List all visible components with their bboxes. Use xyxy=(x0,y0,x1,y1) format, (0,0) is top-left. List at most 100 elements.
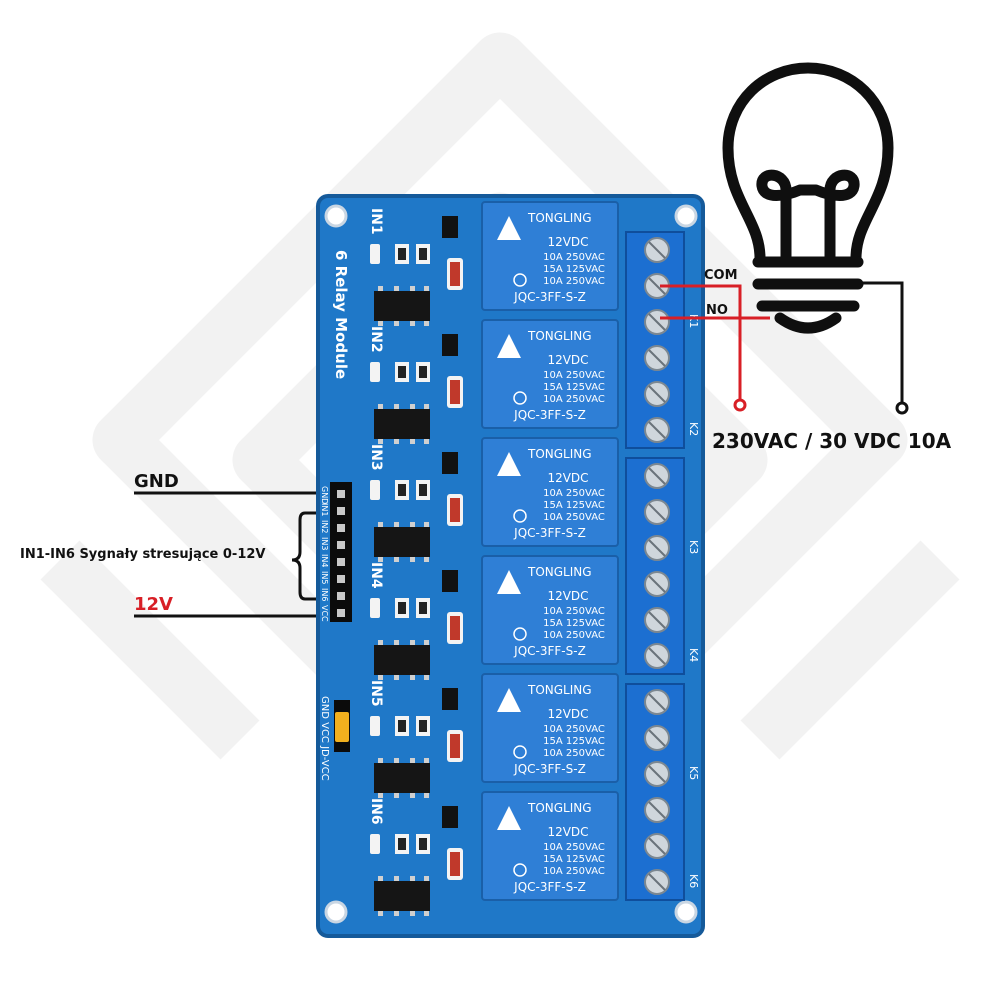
screw-slot xyxy=(648,575,666,593)
screw-slot xyxy=(648,693,666,711)
screw-slot xyxy=(648,421,666,439)
header-pin-label: IN1 xyxy=(320,503,329,516)
header-pin-label: IN6 xyxy=(320,588,329,601)
screw-slot xyxy=(648,801,666,819)
optocoupler xyxy=(374,291,430,321)
header-pin[interactable] xyxy=(337,507,345,515)
channel-label: IN5 xyxy=(368,680,384,707)
optocoupler-pin xyxy=(378,640,383,645)
optocoupler-pin xyxy=(410,675,415,680)
optocoupler-pin xyxy=(394,640,399,645)
optocoupler-pin xyxy=(410,793,415,798)
terminal-id: K2 xyxy=(687,422,700,436)
relay-logo-icon xyxy=(497,334,521,358)
header-pin-label: IN2 xyxy=(320,520,329,533)
optocoupler-pin xyxy=(378,758,383,763)
com-terminal-point xyxy=(733,398,747,412)
optocoupler-pin xyxy=(394,557,399,562)
relay-model: JQC-3FF-S-Z xyxy=(513,762,586,776)
optocoupler xyxy=(374,409,430,439)
header-pin-label: VCC xyxy=(320,605,329,622)
screw-slot xyxy=(648,611,666,629)
relay-spec: 10A 250VAC xyxy=(543,394,605,405)
relay-brand: TONGLING xyxy=(527,329,592,343)
relay-spec: 10A 250VAC xyxy=(543,606,605,617)
terminal-id: K6 xyxy=(687,874,700,888)
pin-header-pins xyxy=(337,490,345,617)
input-wiring: GND IN1-IN6 Sygnały stresujące 0-12V 12V xyxy=(20,471,316,618)
cert-mark-icon xyxy=(513,273,527,287)
return-terminal-point xyxy=(895,401,909,415)
relay-spec: 10A 250VAC xyxy=(543,724,605,735)
header-pin[interactable] xyxy=(337,592,345,600)
load-wiring: COM NO 230VAC / 30 VDC 10A xyxy=(660,62,952,453)
relay-spec: 15A 125VAC xyxy=(543,736,605,747)
header-pin-label: IN4 xyxy=(320,554,329,567)
optocoupler-pin xyxy=(424,876,429,881)
optocoupler-pin xyxy=(378,876,383,881)
relay-body xyxy=(481,791,619,901)
status-led xyxy=(370,244,380,264)
header-pin[interactable] xyxy=(337,558,345,566)
relay-brand: TONGLING xyxy=(527,211,592,225)
optocoupler-pin xyxy=(424,911,429,916)
load-rating-label: 230VAC / 30 VDC 10A xyxy=(712,429,952,453)
channel-label: IN2 xyxy=(368,326,384,353)
diode-body xyxy=(450,262,460,286)
relay-logo-icon xyxy=(497,806,521,830)
relay-spec: 12VDC xyxy=(547,235,588,249)
channel-label: IN1 xyxy=(368,208,384,235)
optocoupler-pin xyxy=(424,557,429,562)
optocoupler-pin xyxy=(394,321,399,326)
relay-body xyxy=(481,673,619,783)
header-pin[interactable] xyxy=(337,524,345,532)
relay-logo-icon xyxy=(497,688,521,712)
optocoupler-pin xyxy=(424,439,429,444)
optocoupler-pin xyxy=(424,286,429,291)
screw-slot xyxy=(648,385,666,403)
relay-logo-icon xyxy=(497,570,521,594)
header-pin[interactable] xyxy=(337,609,345,617)
relay-model: JQC-3FF-S-Z xyxy=(513,290,586,304)
header-pin[interactable] xyxy=(337,541,345,549)
optocoupler-pin xyxy=(410,321,415,326)
header-pin-label: IN5 xyxy=(320,571,329,584)
terminal-id: K5 xyxy=(687,766,700,780)
relay-logo-icon xyxy=(497,216,521,240)
com-wire xyxy=(660,284,742,400)
relay-spec: 12VDC xyxy=(547,589,588,603)
header-pin[interactable] xyxy=(337,490,345,498)
optocoupler-pin xyxy=(394,675,399,680)
optocoupler-pin xyxy=(378,793,383,798)
optocoupler-pin xyxy=(378,321,383,326)
status-led xyxy=(370,834,380,854)
cert-mark-icon xyxy=(513,863,527,877)
relay-spec: 15A 125VAC xyxy=(543,264,605,275)
transistor xyxy=(442,452,458,474)
relay-brand: TONGLING xyxy=(527,801,592,815)
optocoupler-pin xyxy=(378,286,383,291)
transistor xyxy=(442,216,458,238)
optocoupler-pin xyxy=(410,286,415,291)
relay-spec: 10A 250VAC xyxy=(543,488,605,499)
smd-resistor-body xyxy=(398,248,406,260)
status-led xyxy=(370,716,380,736)
cert-mark-icon xyxy=(513,627,527,641)
optocoupler-pin xyxy=(424,640,429,645)
pin-header xyxy=(330,482,352,622)
header-pin[interactable] xyxy=(337,575,345,583)
mounting-hole xyxy=(674,900,698,924)
transistor xyxy=(442,806,458,828)
terminal-id: K1 xyxy=(687,314,700,328)
com-label: COM xyxy=(704,268,738,283)
screw-slot xyxy=(648,729,666,747)
jumper-cap[interactable] xyxy=(335,712,349,742)
